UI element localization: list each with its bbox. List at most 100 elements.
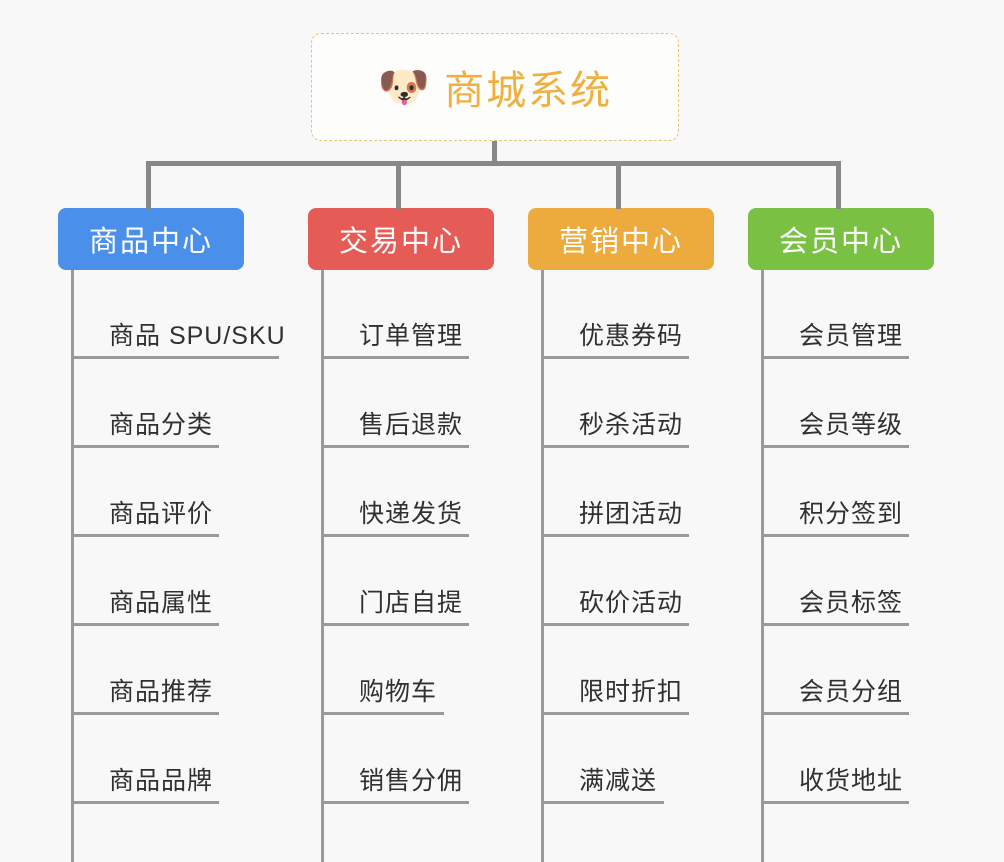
leaf-item-label: 拼团活动	[579, 500, 684, 528]
category-header-marketing-center[interactable]: 营销中心	[528, 208, 714, 270]
leaf-item-label: 会员等级	[799, 411, 904, 439]
category-column-member-center: 会员中心会员管理会员等级积分签到会员标签会员分组收货地址	[748, 208, 934, 862]
leaf-underline	[761, 712, 909, 715]
leaf-item-label: 购物车	[359, 678, 438, 706]
leaf-underline	[761, 356, 909, 359]
leaf-item[interactable]: 订单管理	[321, 270, 494, 359]
leaf-item[interactable]: 快递发货	[321, 448, 494, 537]
category-header-label: 交易中心	[338, 226, 463, 258]
leaf-item[interactable]: 满减送	[541, 715, 714, 804]
leaf-item-label: 会员标签	[799, 589, 904, 617]
leaf-list-marketing-center: 优惠券码秒杀活动拼团活动砍价活动限时折扣满减送	[541, 270, 714, 862]
category-header-label: 商品中心	[88, 226, 213, 258]
leaf-underline	[541, 445, 689, 448]
category-horizontal-connector	[146, 161, 836, 166]
leaf-spine-connector	[541, 270, 544, 862]
leaf-item-label: 限时折扣	[579, 678, 684, 706]
leaf-spine-connector	[71, 270, 74, 862]
leaf-list-trade-center: 订单管理售后退款快递发货门店自提购物车销售分佣	[321, 270, 494, 862]
leaf-item-label: 商品评价	[109, 500, 214, 528]
leaf-underline	[541, 801, 664, 804]
leaf-spine-connector	[761, 270, 764, 862]
leaf-underline	[71, 623, 219, 626]
leaf-item[interactable]: 优惠券码	[541, 270, 714, 359]
root-title: 商城系统	[444, 69, 613, 113]
leaf-item[interactable]: 拼团活动	[541, 448, 714, 537]
category-header-label: 营销中心	[558, 226, 683, 258]
leaf-underline	[321, 712, 444, 715]
leaf-underline	[761, 801, 909, 804]
leaf-underline	[71, 445, 219, 448]
category-header-member-center[interactable]: 会员中心	[748, 208, 934, 270]
leaf-item[interactable]: 会员管理	[761, 270, 934, 359]
leaf-item-label: 销售分佣	[359, 767, 464, 795]
leaf-item[interactable]: 门店自提	[321, 537, 494, 626]
category-header-label: 会员中心	[778, 226, 903, 258]
leaf-item[interactable]: 商品分类	[71, 359, 286, 448]
leaf-item[interactable]: 限时折扣	[541, 626, 714, 715]
leaf-underline	[71, 534, 219, 537]
leaf-item-label: 秒杀活动	[579, 411, 684, 439]
leaf-item[interactable]: 商品评价	[71, 448, 286, 537]
leaf-item-label: 商品品牌	[109, 767, 214, 795]
leaf-underline	[71, 801, 219, 804]
leaf-item-label: 积分签到	[799, 500, 904, 528]
category-header-trade-center[interactable]: 交易中心	[308, 208, 494, 270]
leaf-item-label: 会员管理	[799, 322, 904, 350]
leaf-underline	[761, 623, 909, 626]
leaf-item[interactable]: 会员等级	[761, 359, 934, 448]
category-column-product-center: 商品中心商品 SPU/SKU 商品分类商品评价商品属性商品推荐商品品牌	[58, 208, 286, 862]
leaf-item[interactable]: 购物车	[321, 626, 494, 715]
leaf-item[interactable]: 会员标签	[761, 537, 934, 626]
leaf-underline	[541, 534, 689, 537]
category-drop-connector-trade-center	[396, 161, 401, 209]
leaf-item[interactable]: 商品推荐	[71, 626, 286, 715]
leaf-item-label: 会员分组	[799, 678, 904, 706]
mindmap-canvas: 🐶 商城系统 商品中心商品 SPU/SKU 商品分类商品评价商品属性商品推荐商品品…	[58, 33, 934, 862]
leaf-item-label: 优惠券码	[579, 322, 684, 350]
leaf-underline	[541, 623, 689, 626]
leaf-item-label: 商品属性	[109, 589, 214, 617]
leaf-underline	[761, 534, 909, 537]
leaf-item[interactable]: 秒杀活动	[541, 359, 714, 448]
leaf-item[interactable]: 商品品牌	[71, 715, 286, 804]
leaf-item-label: 商品分类	[109, 411, 214, 439]
leaf-underline	[71, 712, 219, 715]
leaf-underline	[321, 534, 469, 537]
leaf-item-label: 商品 SPU/SKU	[109, 322, 286, 350]
leaf-list-member-center: 会员管理会员等级积分签到会员标签会员分组收货地址	[761, 270, 934, 862]
category-drop-connector-member-center	[836, 161, 841, 209]
leaf-underline	[321, 801, 469, 804]
leaf-item[interactable]: 售后退款	[321, 359, 494, 448]
leaf-item-label: 砍价活动	[579, 589, 684, 617]
shiba-dog-icon: 🐶	[377, 63, 431, 110]
category-drop-connector-product-center	[146, 161, 151, 209]
leaf-underline	[321, 445, 469, 448]
leaf-item[interactable]: 收货地址	[761, 715, 934, 804]
leaf-item[interactable]: 砍价活动	[541, 537, 714, 626]
leaf-item[interactable]: 会员分组	[761, 626, 934, 715]
leaf-item[interactable]: 销售分佣	[321, 715, 494, 804]
leaf-underline	[541, 356, 689, 359]
category-drop-connector-marketing-center	[616, 161, 621, 209]
leaf-item[interactable]: 商品属性	[71, 537, 286, 626]
category-column-marketing-center: 营销中心优惠券码秒杀活动拼团活动砍价活动限时折扣满减送	[528, 208, 714, 862]
leaf-item-label: 收货地址	[799, 767, 904, 795]
leaf-item-label: 商品推荐	[109, 678, 214, 706]
leaf-item-label: 门店自提	[359, 589, 464, 617]
leaf-underline	[541, 712, 689, 715]
leaf-item-label: 售后退款	[359, 411, 464, 439]
leaf-item[interactable]: 商品 SPU/SKU	[71, 270, 286, 359]
leaf-item[interactable]: 积分签到	[761, 448, 934, 537]
leaf-spine-connector	[321, 270, 324, 862]
leaf-underline	[761, 445, 909, 448]
leaf-item-label: 快递发货	[359, 500, 464, 528]
leaf-underline	[321, 623, 469, 626]
leaf-underline	[321, 356, 469, 359]
leaf-list-product-center: 商品 SPU/SKU 商品分类商品评价商品属性商品推荐商品品牌	[71, 270, 286, 862]
root-stem-connector	[492, 141, 497, 163]
leaf-item-label: 订单管理	[359, 322, 464, 350]
category-header-product-center[interactable]: 商品中心	[58, 208, 244, 270]
leaf-item-label: 满减送	[579, 767, 658, 795]
root-node[interactable]: 🐶 商城系统	[311, 33, 679, 141]
